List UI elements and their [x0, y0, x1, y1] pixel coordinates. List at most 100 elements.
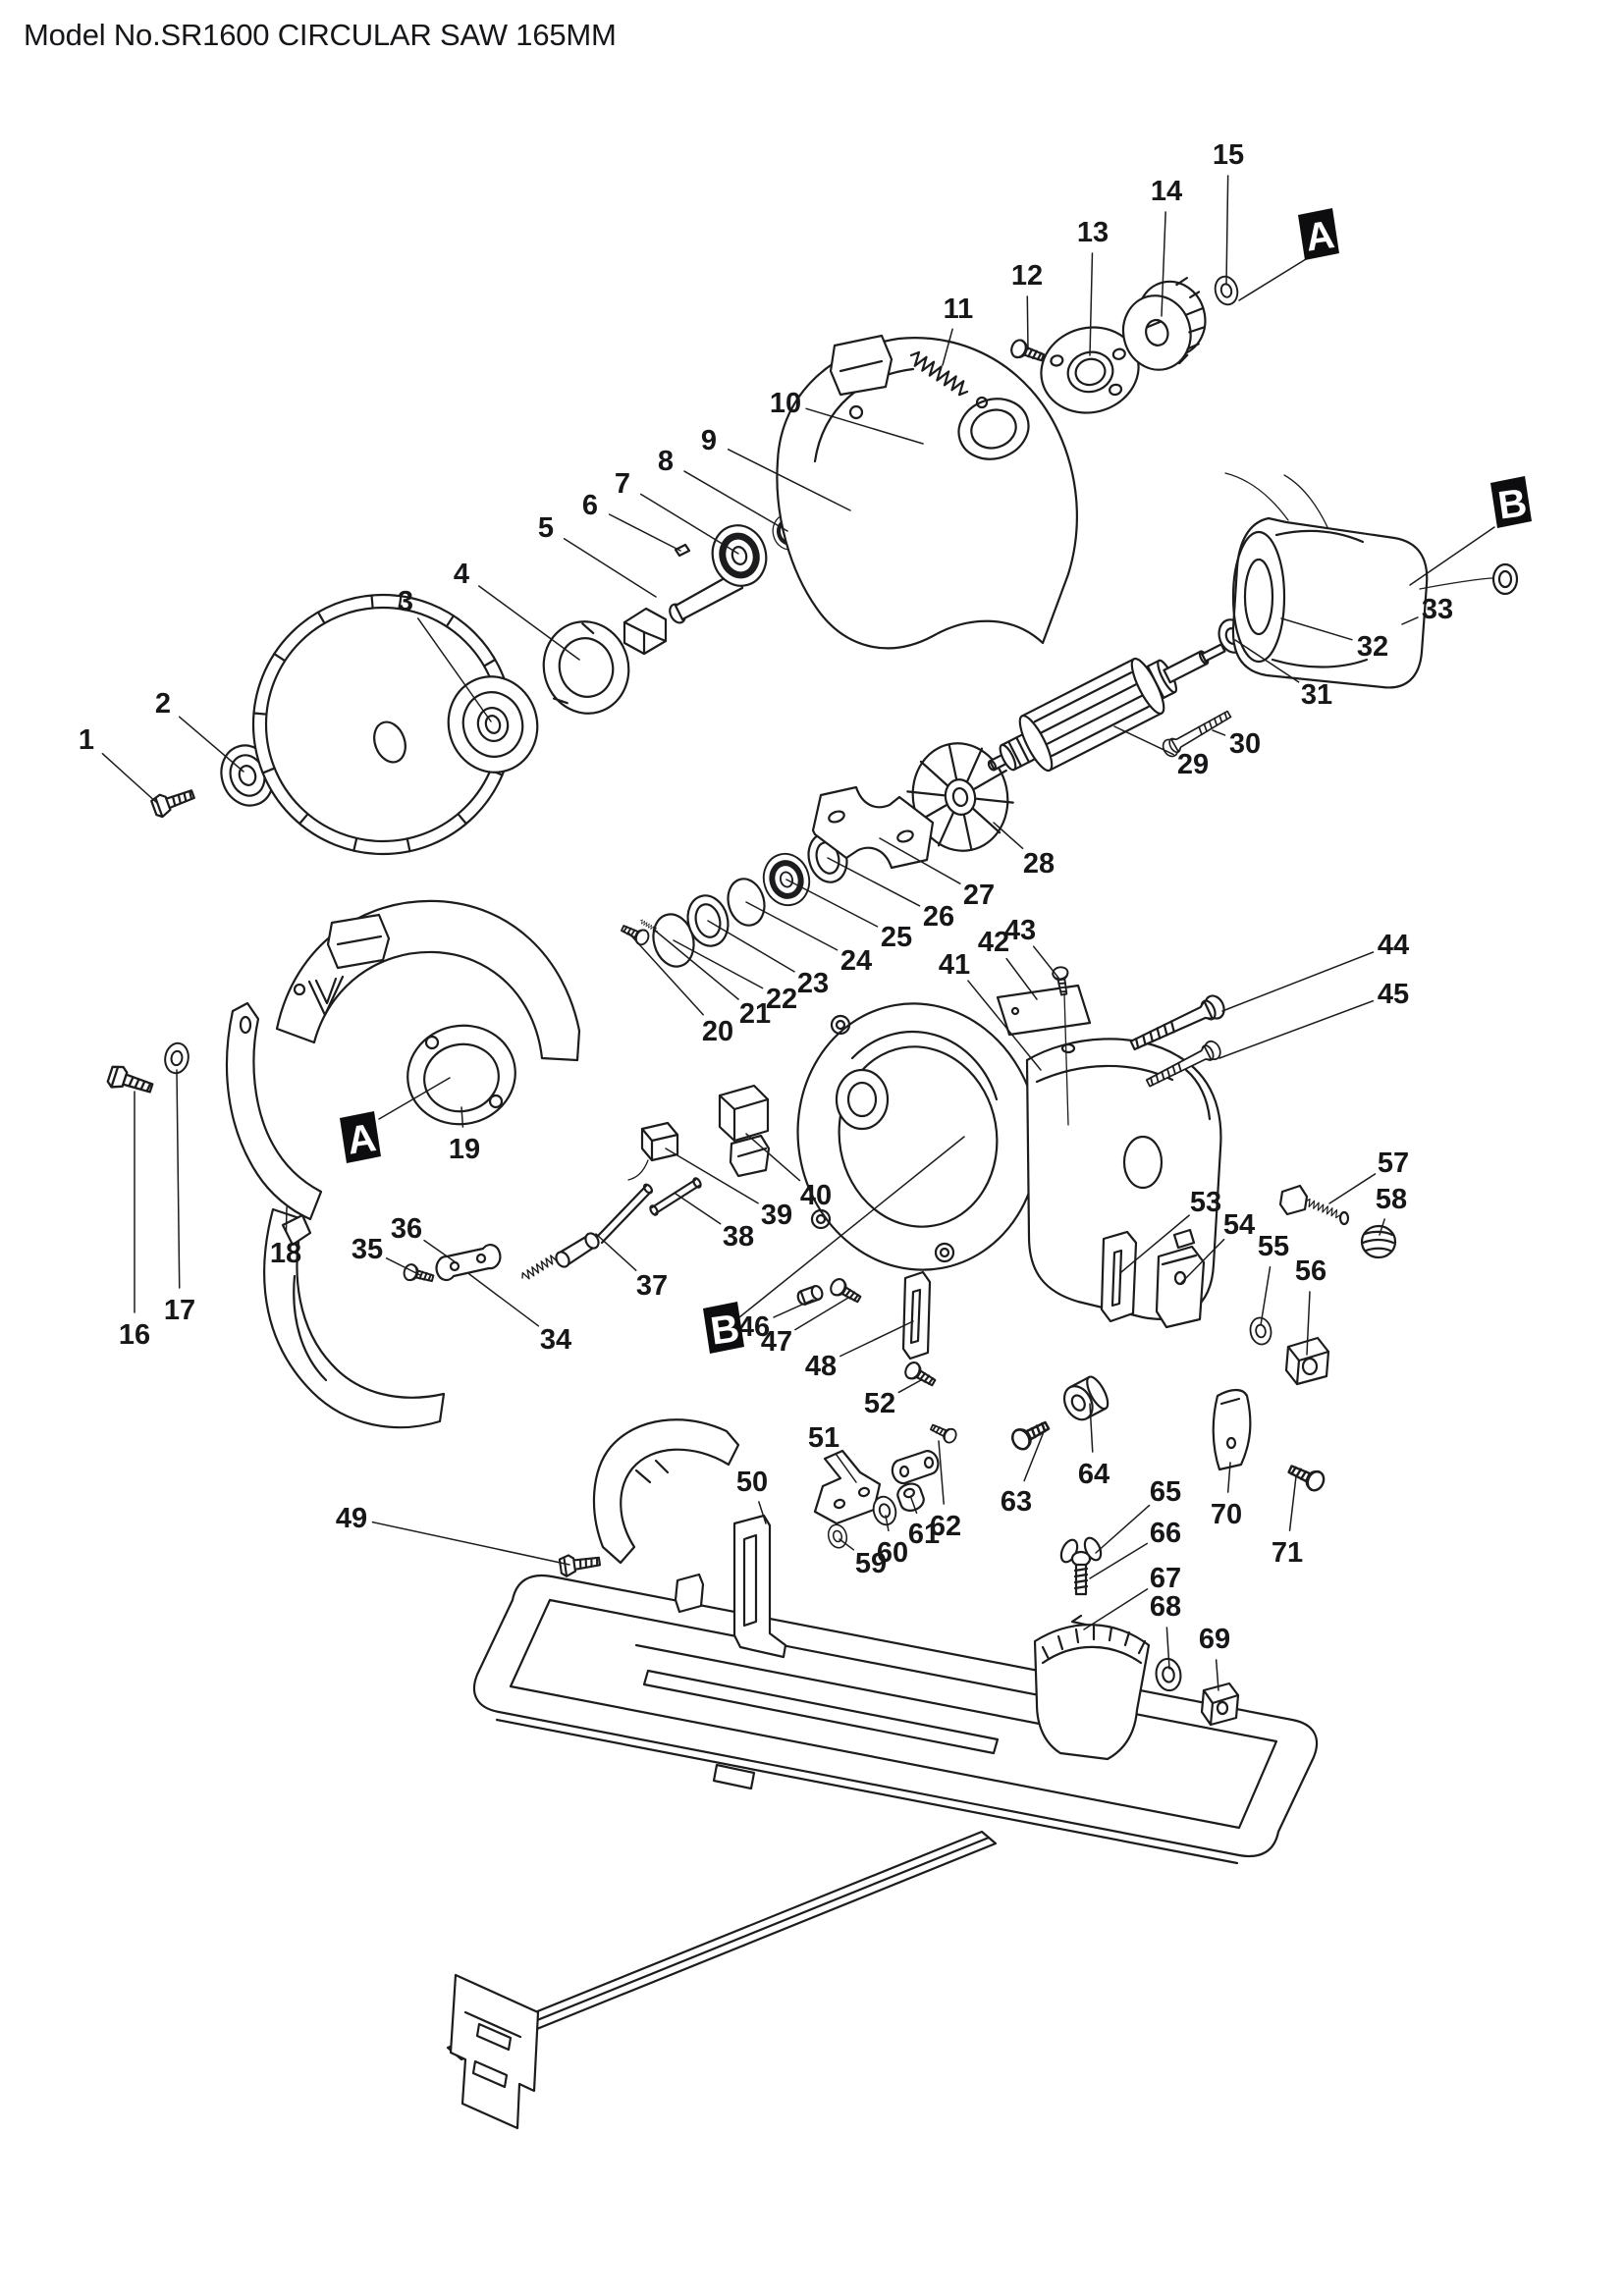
part-lower-guard-34	[263, 1207, 446, 1429]
leader-line-part-7	[640, 493, 739, 555]
part-hex-nut-61	[896, 1482, 925, 1512]
part-roller-64	[1062, 1375, 1110, 1421]
leader-line-part-25	[785, 879, 879, 928]
part-number-label-51: 51	[808, 1422, 839, 1454]
leader-line-part-46	[773, 1299, 814, 1318]
part-number-label-55: 55	[1258, 1231, 1289, 1262]
part-guard-stop-cover	[592, 1418, 740, 1565]
leader-line-part-28	[993, 822, 1024, 850]
part-number-label-65: 65	[1150, 1476, 1181, 1508]
page-title: Model No.SR1600 CIRCULAR SAW 165MM	[24, 18, 617, 52]
leader-line-part-51	[836, 1454, 857, 1483]
part-number-label-14: 14	[1151, 176, 1182, 207]
part-number-label-40: 40	[800, 1180, 832, 1211]
leader-line-part-70	[1226, 1462, 1231, 1493]
part-baffle-plate-27	[811, 785, 935, 870]
part-motor-housing-41	[796, 1002, 1222, 1320]
part-number-label-59: 59	[855, 1548, 887, 1579]
leader-line-part-30	[1212, 729, 1226, 736]
part-number-label-66: 66	[1150, 1518, 1181, 1549]
part-guide-holder-50	[674, 1514, 787, 1659]
leader-line-part-43	[1032, 945, 1059, 979]
ref-marker-leader-a-1	[378, 1077, 451, 1120]
leader-line-part-10	[805, 407, 924, 445]
part-number-label-25: 25	[881, 922, 912, 953]
leader-line-part-1	[101, 752, 158, 804]
part-spring-11	[906, 348, 989, 409]
part-number-label-1: 1	[79, 724, 94, 756]
part-number-label-29: 29	[1177, 749, 1209, 780]
leader-line-part-71	[1288, 1475, 1297, 1531]
part-number-label-34: 34	[540, 1324, 571, 1356]
part-pin-38	[649, 1177, 702, 1216]
ref-marker-letter-b-2: B	[1495, 481, 1530, 528]
leader-line-part-15	[1225, 175, 1229, 286]
leader-line-part-63	[1023, 1428, 1046, 1482]
leader-line-part-49	[371, 1521, 570, 1566]
leader-line-part-45	[1218, 999, 1375, 1059]
leader-line-part-24	[745, 901, 839, 951]
part-spindle-5	[623, 565, 758, 656]
leader-line-part-36	[423, 1239, 457, 1263]
leader-line-part-12	[1026, 295, 1029, 350]
ref-marker-letter-a-0: A	[1303, 213, 1337, 260]
part-number-label-12: 12	[1011, 260, 1043, 292]
part-number-label-32: 32	[1357, 631, 1388, 663]
part-blade-case-10	[776, 334, 1078, 650]
leader-line-part-22	[673, 939, 764, 989]
leader-line-part-35	[385, 1257, 421, 1276]
part-number-label-43: 43	[1004, 915, 1036, 946]
part-number-label-70: 70	[1211, 1499, 1242, 1530]
part-number-label-5: 5	[538, 512, 554, 544]
leader-line-part-48	[839, 1320, 914, 1358]
part-number-label-9: 9	[701, 425, 717, 456]
part-lever-70	[1212, 1388, 1252, 1471]
part-carbon-brush-57	[1278, 1184, 1350, 1226]
part-lever-plate-53	[1100, 1230, 1138, 1323]
part-number-label-16: 16	[119, 1319, 150, 1351]
part-washer-59	[825, 1522, 850, 1551]
part-fan-28	[906, 742, 1014, 852]
part-number-label-3: 3	[398, 586, 413, 617]
part-inner-flange-3	[447, 675, 539, 774]
leader-line-part-59	[839, 1538, 855, 1551]
part-number-label-35: 35	[352, 1234, 383, 1265]
leader-line-part-40	[745, 1133, 801, 1182]
part-bevel-quadrant	[1033, 1624, 1151, 1761]
part-number-label-20: 20	[702, 1016, 733, 1047]
part-number-label-41: 41	[939, 949, 970, 981]
part-number-label-26: 26	[923, 901, 954, 933]
ref-marker-letter-a-1: A	[345, 1116, 379, 1163]
part-ball-bearing-7	[706, 519, 773, 592]
leader-line-part-8	[683, 470, 788, 532]
part-number-label-71: 71	[1272, 1537, 1303, 1569]
ref-marker-box-a-0	[1298, 208, 1339, 260]
part-number-label-30: 30	[1229, 728, 1261, 760]
leader-line-part-58	[1379, 1218, 1385, 1236]
part-brush-cap-58	[1360, 1224, 1397, 1259]
part-number-label-64: 64	[1078, 1459, 1110, 1490]
leader-line-part-34	[468, 1273, 540, 1327]
part-number-label-27: 27	[963, 880, 995, 911]
leader-line-part-31	[1234, 639, 1300, 683]
part-number-label-7: 7	[615, 468, 630, 500]
leader-line-part-61	[910, 1497, 918, 1515]
part-number-label-57: 57	[1378, 1148, 1409, 1179]
part-safety-plate-18	[225, 1001, 323, 1221]
leader-line-part-2	[178, 716, 244, 773]
part-screw-43	[1051, 965, 1073, 1126]
part-brush-holder-40	[718, 1084, 771, 1178]
leader-line-part-57	[1328, 1173, 1377, 1204]
leader-line-part-5	[563, 538, 657, 598]
leader-line-part-65	[1095, 1504, 1151, 1554]
part-number-label-47: 47	[761, 1326, 792, 1358]
part-number-label-13: 13	[1077, 217, 1109, 248]
part-number-label-31: 31	[1301, 679, 1332, 711]
leader-line-part-9	[727, 449, 851, 511]
leader-line-part-4	[477, 585, 580, 661]
leader-line-part-42	[1005, 957, 1038, 1000]
part-gear-14	[1121, 277, 1207, 371]
part-number-label-38: 38	[723, 1221, 754, 1253]
part-number-label-58: 58	[1376, 1184, 1407, 1215]
